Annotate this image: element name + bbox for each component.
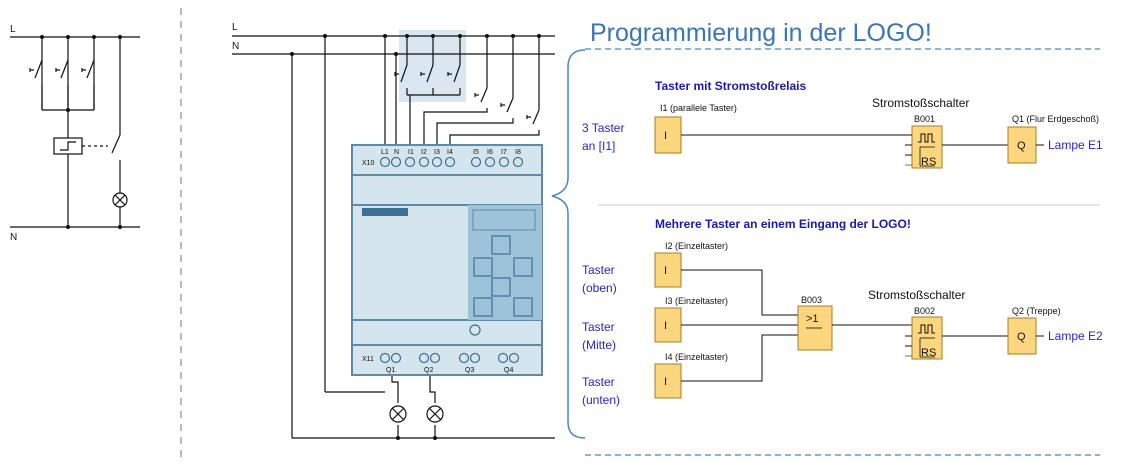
section2-or-label: >1 <box>806 313 819 325</box>
terminal-i8-label: I8 <box>515 149 521 156</box>
section2-input2-block-label: I <box>664 320 667 332</box>
section1-function-title: Stromstoßschalter <box>872 96 969 110</box>
page-title: Programmierung in der LOGO! <box>590 19 932 47</box>
logo-x10-label: X10 <box>362 160 375 167</box>
rail-l-label: L <box>232 22 238 33</box>
section2-rs-label: RS <box>921 347 936 359</box>
section1-heading: Taster mit Stromstoßrelais <box>655 79 806 93</box>
conventional-circuit <box>10 36 140 228</box>
section1-left-label-line1: 3 Taster <box>582 121 624 135</box>
section2-input1-caption: I2 (Einzeltaster) <box>665 241 728 251</box>
rail-n-label: N <box>232 41 239 52</box>
section2-input2-caption: I3 (Einzeltaster) <box>665 296 728 306</box>
section2-pulse-icon <box>918 324 935 334</box>
rail-n-label-left: N <box>10 232 17 243</box>
logo-bottom-terminal-labels: Q1 Q2 Q3 Q4 <box>386 367 513 374</box>
section1-rs-label: RS <box>921 156 936 168</box>
section1-input-block <box>654 116 682 154</box>
section2-output-block-label: Q <box>1017 331 1026 343</box>
section2-input2-label-line2: (Mitte) <box>582 338 616 352</box>
section2-input3-label-line2: (unten) <box>582 393 620 407</box>
section2-output-caption: Q2 (Treppe) <box>1012 306 1061 316</box>
terminal-i2-label: I2 <box>421 149 427 156</box>
logo-switch-actuators <box>394 72 531 119</box>
section2-input2-label-line1: Taster <box>582 320 615 334</box>
section1-output-caption: Q1 (Flur Erdgeschoß) <box>1012 114 1099 124</box>
terminal-i3-label: I3 <box>434 149 440 156</box>
conventional-switches <box>29 59 95 110</box>
terminal-q4-label: Q4 <box>504 367 513 374</box>
section1-output-block <box>1007 126 1037 164</box>
terminal-q2-label: Q2 <box>424 367 433 374</box>
terminal-n-label: N <box>394 149 399 156</box>
section2-input1-block-label: I <box>664 265 667 277</box>
terminal-q3-label: Q3 <box>465 367 474 374</box>
logo-keypad <box>473 235 533 317</box>
conventional-nodes <box>40 35 122 229</box>
section2-input1-block <box>654 252 682 288</box>
logo-x11-label: X11 <box>362 356 374 363</box>
section2-or-id: B003 <box>801 295 822 305</box>
section2-heading: Mehrere Taster an einem Eingang der LOGO… <box>655 217 911 231</box>
logo-device <box>351 144 543 376</box>
terminal-i7-label: I7 <box>501 149 507 156</box>
section1-function-id: B001 <box>914 114 935 124</box>
section2-input1-label-line2: (oben) <box>582 281 617 295</box>
terminal-q1-label: Q1 <box>386 367 395 374</box>
logo-keypad-panel <box>468 205 542 320</box>
logo-top-terminal-screws <box>379 156 524 168</box>
terminal-i5-label: I5 <box>473 149 479 156</box>
section2-input3-block <box>654 363 682 399</box>
logo-top-terminal-labels: L1 N I1 I2 I3 I4 I5 I6 I7 I8 <box>381 149 521 156</box>
terminal-i1-label: I1 <box>408 149 414 156</box>
rail-l-label-left: L <box>10 24 16 35</box>
section2-input2-block <box>654 307 682 343</box>
section2-input-wires <box>681 269 798 382</box>
section2-input3-label-line1: Taster <box>582 375 615 389</box>
section2-input1-label-line1: Taster <box>582 263 615 277</box>
logo-wiring-nodes <box>290 34 541 440</box>
section2-function-id: B002 <box>914 306 935 316</box>
section1-pulse-icon <box>918 133 935 143</box>
logo-wiring <box>232 35 555 439</box>
section2-function-title: Stromstoßschalter <box>868 288 965 302</box>
terminal-i6-label: I6 <box>487 149 493 156</box>
section2-output-block <box>1007 317 1037 355</box>
section1-input-caption: I1 (parallele Taster) <box>660 103 737 113</box>
section1-input-block-label: I <box>664 130 667 142</box>
logo-bottom-terminal-screws <box>379 352 520 364</box>
section2-input3-caption: I4 (Einzeltaster) <box>665 352 728 362</box>
section1-rs-block <box>911 125 943 169</box>
terminal-i4-label: I4 <box>447 149 453 156</box>
bracket-upper <box>551 49 586 439</box>
section1-left-label-line2: an [I1] <box>582 139 615 153</box>
section1-output-label: Lampe E1 <box>1048 138 1103 152</box>
section2-output-label: Lampe E2 <box>1048 329 1103 343</box>
logo-brand-strip <box>362 208 408 216</box>
section1-output-block-label: Q <box>1017 140 1026 152</box>
section2-input3-block-label: I <box>664 376 667 388</box>
terminal-l1-label: L1 <box>381 149 389 156</box>
